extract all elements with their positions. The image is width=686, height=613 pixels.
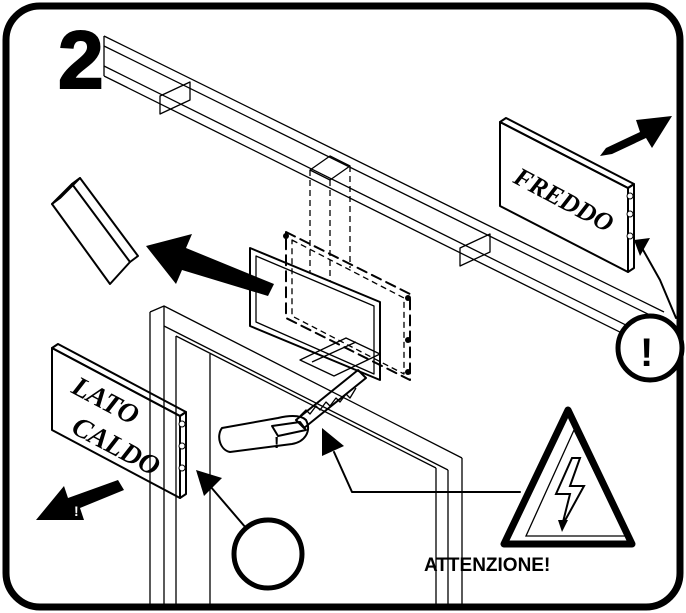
saw-icon: ! — [218, 369, 367, 453]
sign-caldo: LATO CALDO — [51, 343, 187, 499]
vertical-duct — [309, 155, 351, 282]
marker-exclamation: ! — [640, 331, 653, 375]
arrow-icon: ! — [36, 480, 124, 520]
front-panel-solid — [249, 247, 381, 381]
cover-block — [51, 177, 139, 285]
sign-freddo-label: FREDDO — [508, 161, 618, 238]
warning-label: ATTENZIONE! — [424, 555, 550, 576]
circle-marker — [196, 470, 305, 591]
step-number: 2 — [58, 15, 104, 106]
door-frame — [149, 305, 463, 610]
saw-mark: ! — [274, 435, 279, 452]
circle-marker: ! — [615, 238, 685, 383]
caldo-mark: ! — [74, 503, 79, 519]
front-panel-dashed — [283, 231, 411, 381]
arrow-icon — [600, 116, 672, 156]
warning-triangle-icon — [500, 406, 636, 548]
arrow-icon — [146, 234, 274, 296]
sign-freddo: FREDDO — [499, 117, 635, 273]
top-rail — [103, 35, 665, 351]
lightning-icon — [554, 457, 586, 527]
pointer-line — [322, 428, 521, 493]
duct-opening — [299, 337, 381, 377]
